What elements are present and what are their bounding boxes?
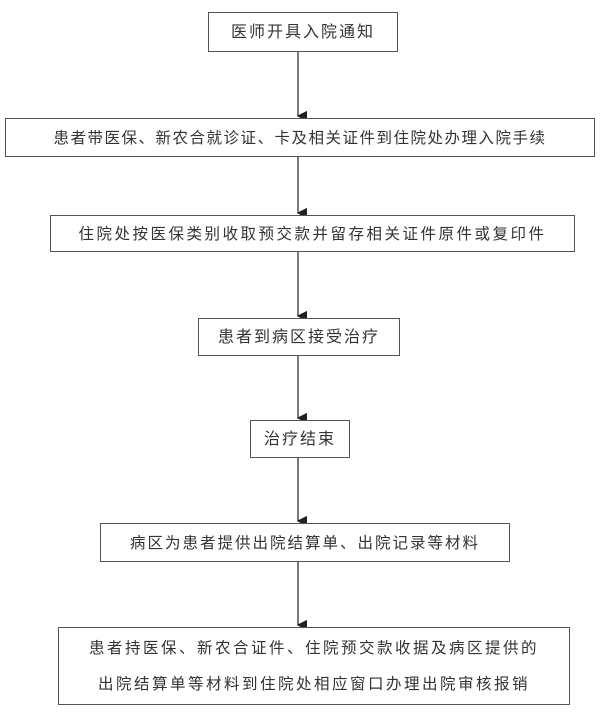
step-text: 医师开具入院通知 (230, 22, 375, 41)
step-text: 住院处按医保类别收取预交款并留存相关证件原件或复印件 (78, 224, 547, 243)
step-text: 患者带医保、新农合就诊证、卡及相关证件到住院处办理入院手续 (53, 128, 547, 147)
step-discharge-materials: 病区为患者提供出院结算单、出院记录等材料 (100, 523, 510, 562)
step-discharge-reimbursement: 患者持医保、新农合证件、住院预交款收据及病区提供的 出院结算单等材料到住院处相应… (58, 627, 570, 705)
step-treatment-end: 治疗结束 (250, 420, 350, 458)
step-deposit: 住院处按医保类别收取预交款并留存相关证件原件或复印件 (50, 215, 575, 252)
step-treatment: 患者到病区接受治疗 (198, 318, 400, 356)
step-text: 病区为患者提供出院结算单、出院记录等材料 (129, 533, 480, 552)
step-text: 治疗结束 (263, 429, 336, 448)
step-text-line-1: 患者持医保、新农合证件、住院预交款收据及病区提供的 (88, 639, 539, 657)
step-text: 患者到病区接受治疗 (217, 327, 380, 346)
step-text-line-2: 出院结算单等材料到住院处相应窗口办理出院审核报销 (97, 675, 530, 693)
step-admission-procedure: 患者带医保、新农合就诊证、卡及相关证件到住院处办理入院手续 (5, 118, 595, 157)
step-admission-notice: 医师开具入院通知 (208, 12, 398, 52)
